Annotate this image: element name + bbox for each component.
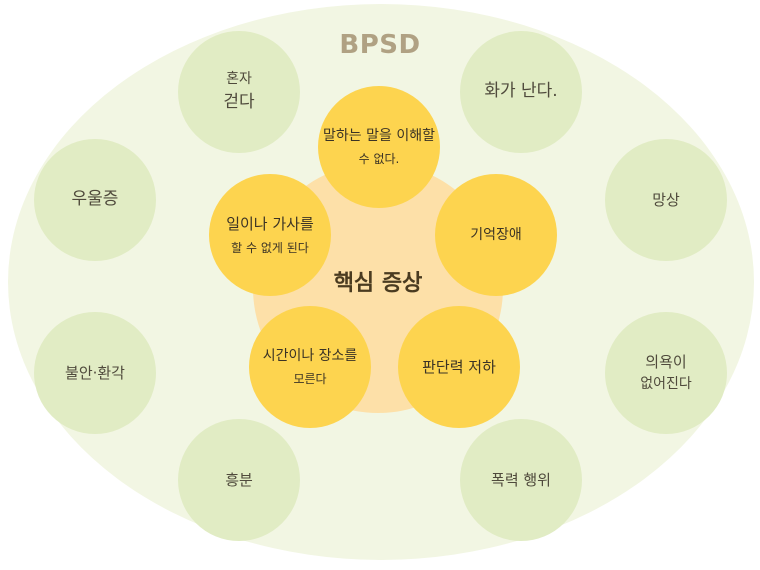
core-item-housework: 일이나 가사를 할 수 없게 된다: [209, 174, 331, 296]
symptom-label: 의욕이: [645, 353, 687, 372]
symptom-wandering: 혼자 걷다: [178, 31, 300, 153]
symptom-agitation: 흥분: [178, 419, 300, 541]
symptom-label: 걷다: [223, 91, 255, 112]
core-item-label: 수 없다.: [358, 151, 400, 166]
core-item-label: 말하는 말을 이해할: [323, 128, 435, 145]
symptom-label: 우울증: [71, 189, 119, 210]
symptom-label: 혼자: [226, 70, 252, 87]
symptom-label: 흥분: [225, 470, 253, 489]
core-item-memory: 기억장애: [435, 174, 557, 296]
core-item-label: 모른다: [293, 371, 327, 386]
core-item-disorientation: 시간이나 장소를 모른다: [249, 306, 371, 428]
symptom-anger: 화가 난다.: [460, 31, 582, 153]
core-item-label: 시간이나 장소를: [262, 348, 358, 365]
symptom-depression: 우울증: [34, 139, 156, 261]
symptom-violence: 폭력 행위: [460, 419, 582, 541]
core-item-label: 할 수 없게 된다: [231, 240, 309, 255]
symptom-delusion: 망상: [605, 139, 727, 261]
symptom-label: 화가 난다.: [484, 81, 558, 102]
symptom-label: 불안·환각: [65, 363, 125, 382]
core-symptoms-label: 핵심 증상: [333, 271, 423, 296]
symptom-apathy: 의욕이 없어진다: [605, 312, 727, 434]
symptom-label: 폭력 행위: [491, 470, 551, 489]
symptom-label: 없어진다: [640, 375, 692, 392]
core-item-comprehension: 말하는 말을 이해할 수 없다.: [318, 86, 440, 208]
symptom-anxiety: 불안·환각: [34, 312, 156, 434]
symptom-label: 망상: [652, 190, 680, 209]
core-item-judgment: 판단력 저하: [398, 306, 520, 428]
diagram-title: BPSD: [339, 30, 421, 60]
core-item-label: 판단력 저하: [422, 357, 496, 376]
core-item-label: 기억장애: [470, 226, 522, 243]
core-item-label: 일이나 가사를: [226, 215, 314, 234]
